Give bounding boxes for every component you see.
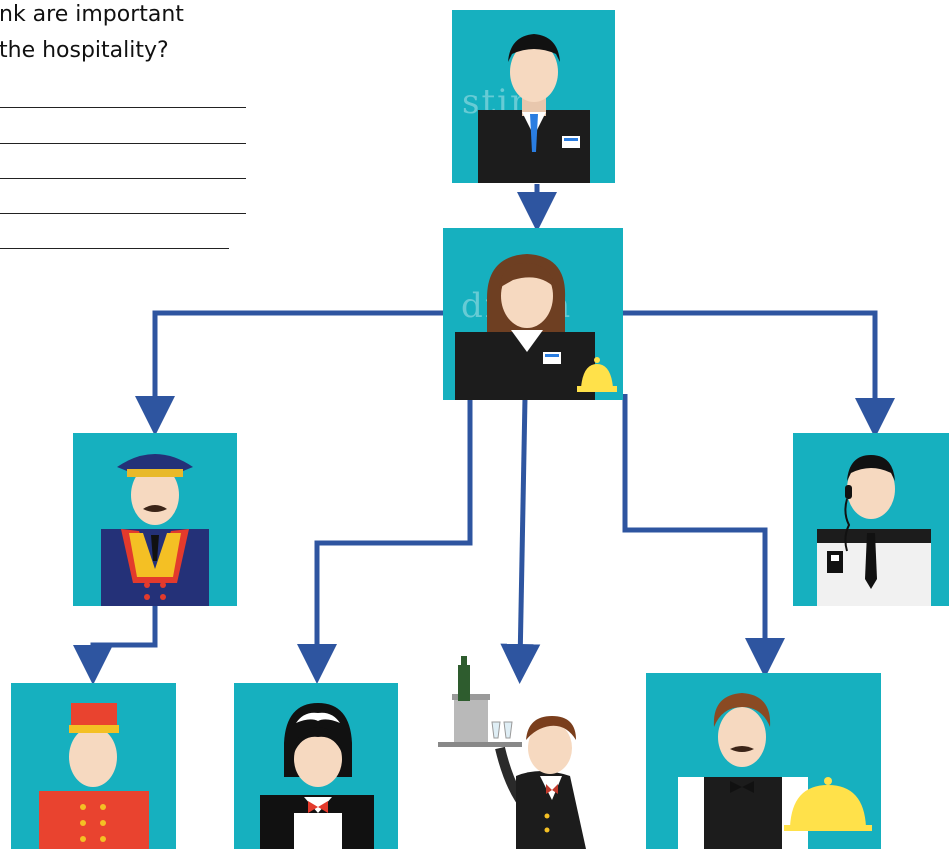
waiter-with-cloche-icon bbox=[678, 693, 872, 849]
general-manager-card[interactable]: stim bbox=[452, 10, 615, 183]
question-line-1: nk are important bbox=[0, 2, 184, 27]
connector-manager-to-doorman bbox=[135, 310, 443, 436]
bellboy-icon bbox=[39, 703, 149, 849]
answer-line[interactable] bbox=[0, 248, 229, 249]
answer-line[interactable] bbox=[0, 107, 246, 108]
woman-with-bell-icon bbox=[455, 254, 617, 400]
connector-manager-to-housekeeper bbox=[297, 398, 473, 684]
doorman-icon bbox=[101, 454, 209, 606]
connector-manager-to-waiter bbox=[500, 397, 541, 684]
bellboy-card[interactable] bbox=[11, 683, 176, 849]
connector-doorman-to-bellboy bbox=[73, 606, 158, 685]
answer-line[interactable] bbox=[0, 143, 246, 144]
room-service-card[interactable] bbox=[646, 673, 881, 849]
security-card[interactable] bbox=[793, 433, 949, 606]
maid-icon bbox=[260, 703, 374, 849]
answer-line[interactable] bbox=[0, 178, 246, 179]
security-guard-icon bbox=[817, 455, 931, 606]
front-office-manager-card[interactable]: dre m bbox=[443, 228, 623, 400]
housekeeper-card[interactable] bbox=[234, 683, 398, 849]
answer-line[interactable] bbox=[0, 213, 246, 214]
question-line-2: the hospitality? bbox=[0, 38, 169, 63]
man-in-suit-icon bbox=[478, 34, 590, 183]
connector-manager-to-room-service bbox=[622, 394, 785, 678]
connector-manager-to-security bbox=[622, 310, 895, 438]
doorman-card[interactable] bbox=[73, 433, 237, 606]
